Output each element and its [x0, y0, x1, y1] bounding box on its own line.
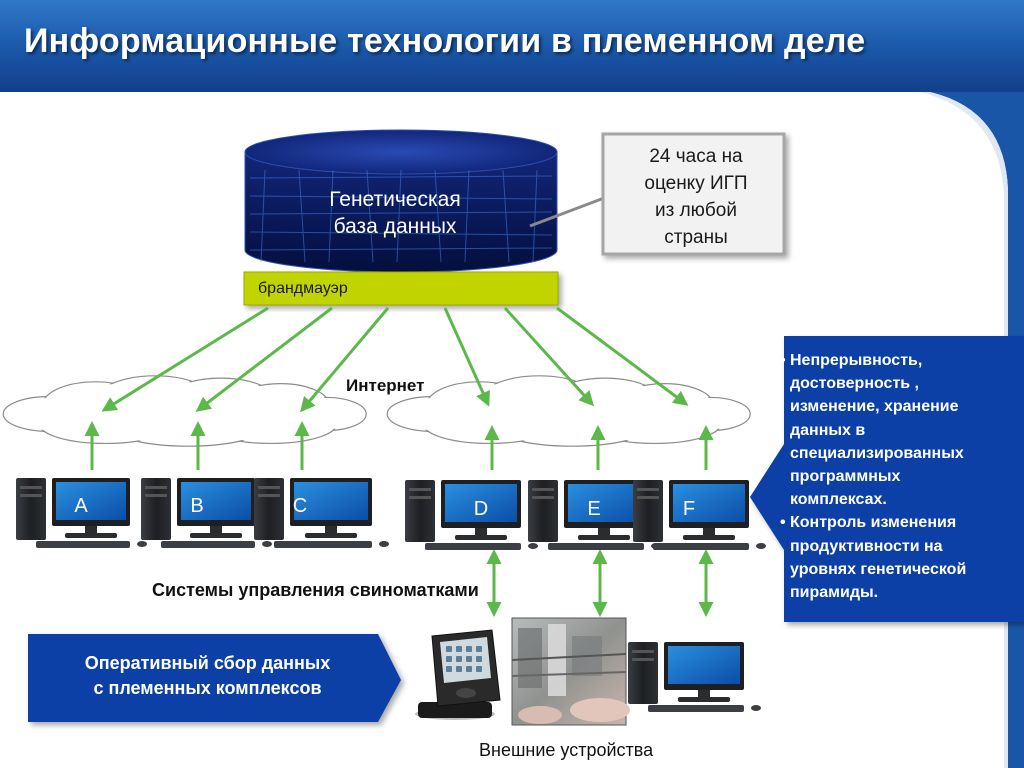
computer-icon [16, 478, 147, 548]
callout-line1: 24 часа на [649, 146, 743, 167]
connection-arrow [300, 307, 390, 413]
callout-connector [529, 193, 613, 228]
collection-line1: Оперативный сбор данных [84, 653, 331, 673]
info-line: программных [790, 468, 901, 486]
info-panel-item: • Контроль изменения продуктивности на у… [780, 511, 1016, 604]
collection-line2: с племенных комплексов [93, 678, 322, 698]
external-devices-label: Внешние устройства [479, 740, 654, 760]
database-label: Генетическая база данных [300, 186, 490, 240]
database-label-line2: база данных [333, 215, 457, 238]
computer-label-f: F [682, 498, 696, 520]
cloud-icon [2, 375, 367, 447]
info-line: изменение, хранение [790, 398, 959, 416]
computer-label-d: D [473, 498, 489, 520]
computer-icon [528, 480, 661, 550]
farm-photo [511, 617, 630, 726]
slide-title: Информационные технологии в племенном де… [24, 22, 866, 60]
callout-line4: страны [664, 227, 728, 248]
connection-arrow [195, 306, 333, 412]
connection-arrow [101, 306, 269, 412]
info-panel [750, 336, 1024, 622]
computer-icon [254, 478, 389, 548]
computer-label-b: B [190, 495, 204, 517]
connection-arrow [503, 306, 595, 407]
callout-box [601, 132, 786, 256]
computer-icon [405, 480, 538, 550]
info-panel-item: • Непрерывность, достоверность , изменен… [780, 349, 1016, 511]
connection-arrow [443, 307, 490, 407]
firewall-label: брандмауэр [258, 280, 348, 297]
connection-arrow [556, 306, 689, 406]
firewall-bar [243, 271, 559, 306]
info-line: данных в [790, 421, 866, 439]
computer-label-e: E [587, 498, 601, 520]
callout-text: 24 часа на оценку ИГП из любой страны [608, 143, 784, 251]
internet-label: Интернет [346, 376, 425, 395]
computer-icon [628, 642, 761, 712]
info-line: Контроль изменения [790, 514, 957, 532]
cloud-icon [386, 375, 751, 447]
info-line: комплексах. [790, 491, 887, 509]
callout-line3: из любой [654, 200, 737, 221]
info-panel-list: • Непрерывность, достоверность , изменен… [780, 349, 1016, 604]
collection-box-text: Оперативный сбор данных с племенных комп… [40, 651, 375, 701]
computer-icon [141, 478, 272, 548]
info-line: пирамиды. [790, 584, 879, 602]
info-line: Непрерывность, [790, 352, 923, 369]
info-line: уровнях генетической [790, 560, 967, 578]
callout-line2: оценку ИГП [644, 173, 748, 194]
info-line: продуктивности на [790, 537, 943, 555]
collection-box [28, 634, 401, 722]
database-label-line1: Генетическая [329, 188, 461, 211]
computer-icon [633, 480, 766, 550]
database-cylinder-icon [244, 129, 558, 273]
computer-label-a: A [74, 495, 88, 517]
pda-device-icon [415, 629, 501, 720]
info-line: специализированных [790, 444, 964, 462]
computer-label-c: C [292, 495, 308, 517]
systems-label: Системы управления свиноматками [152, 580, 479, 600]
info-line: достоверность , [790, 375, 919, 393]
title-bar: Информационные технологии в племенном де… [0, 0, 1024, 92]
